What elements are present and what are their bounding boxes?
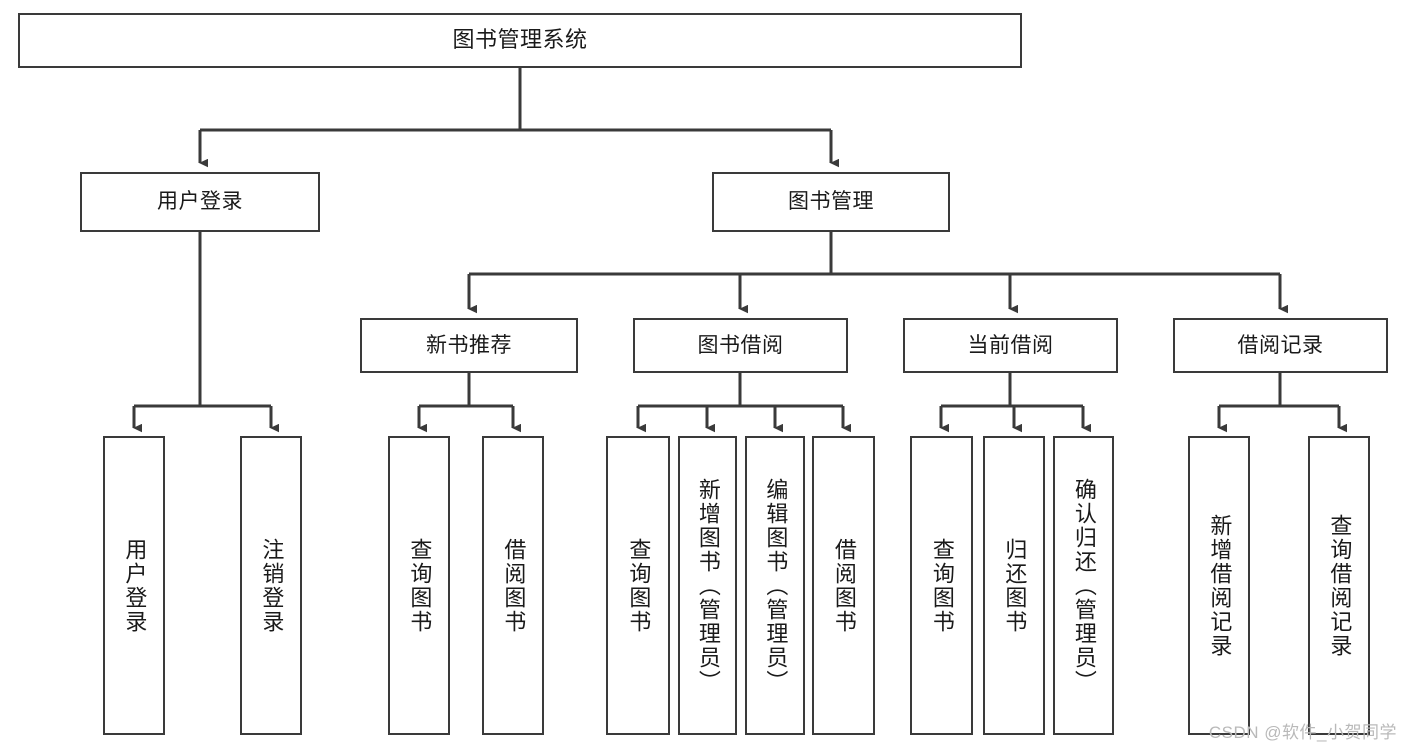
node-label: 当前借阅 (967, 333, 1054, 357)
node-current-borrow[interactable]: 当前借阅 (903, 318, 1118, 373)
node-leaf-user-login[interactable]: 用户登录 (103, 436, 165, 735)
node-label: 编辑图书（管理员） (763, 477, 789, 694)
node-new-book-recommend[interactable]: 新书推荐 (360, 318, 578, 373)
node-leaf-edit-book[interactable]: 编辑图书（管理员） (745, 436, 805, 735)
node-label: 注销登录 (259, 537, 285, 634)
node-leaf-confirm-return[interactable]: 确认归还（管理员） (1053, 436, 1114, 735)
node-label: 新增借阅记录 (1207, 513, 1233, 658)
node-leaf-query-borrow-record[interactable]: 查询借阅记录 (1308, 436, 1370, 735)
node-label: 归还图书 (1002, 537, 1028, 634)
node-label: 新增图书（管理员） (695, 477, 721, 694)
edges-book-management-to-level3 (467, 232, 1288, 314)
node-leaf-logout[interactable]: 注销登录 (240, 436, 302, 735)
node-label: 确认归还（管理员） (1071, 477, 1097, 694)
node-label: 用户登录 (157, 190, 243, 214)
edges-root-to-level2 (198, 68, 839, 168)
edges-user-login-to-leaves (132, 232, 279, 433)
edges-current-borrow-to-leaves (939, 373, 1091, 433)
edges-book-borrow-to-leaves (636, 373, 851, 433)
node-leaf-query-book-recommend[interactable]: 查询图书 (388, 436, 450, 735)
node-leaf-query-book-current[interactable]: 查询图书 (910, 436, 973, 735)
node-leaf-add-book[interactable]: 新增图书（管理员） (678, 436, 737, 735)
node-leaf-add-borrow-record[interactable]: 新增借阅记录 (1188, 436, 1250, 735)
node-leaf-return-book[interactable]: 归还图书 (983, 436, 1045, 735)
csdn-watermark: CSDN @软件_小贺同学 (1208, 723, 1397, 742)
node-label: 新书推荐 (426, 333, 512, 357)
node-label: 图书管理 (788, 190, 874, 214)
node-leaf-query-book-borrow[interactable]: 查询图书 (606, 436, 670, 735)
node-root-system[interactable]: 图书管理系统 (18, 13, 1022, 68)
node-label: 查询借阅记录 (1327, 513, 1353, 658)
node-leaf-borrow-book-recommend[interactable]: 借阅图书 (482, 436, 544, 735)
edges-borrow-record-to-leaves (1217, 373, 1347, 433)
node-user-login[interactable]: 用户登录 (80, 172, 320, 232)
node-label: 图书借阅 (697, 333, 784, 357)
node-label: 借阅图书 (831, 537, 857, 634)
node-label: 借阅图书 (501, 537, 527, 634)
node-label: 查询图书 (929, 537, 955, 634)
node-borrow-record[interactable]: 借阅记录 (1173, 318, 1388, 373)
node-label: 查询图书 (626, 537, 652, 634)
node-label: 查询图书 (407, 537, 433, 634)
node-label: 用户登录 (122, 537, 148, 634)
node-book-management[interactable]: 图书管理 (712, 172, 950, 232)
node-leaf-borrow-book[interactable]: 借阅图书 (812, 436, 875, 735)
node-label: 借阅记录 (1237, 333, 1324, 357)
node-label: 图书管理系统 (452, 27, 588, 53)
node-book-borrow[interactable]: 图书借阅 (633, 318, 848, 373)
edges-new-book-recommend-to-leaves (417, 373, 521, 433)
